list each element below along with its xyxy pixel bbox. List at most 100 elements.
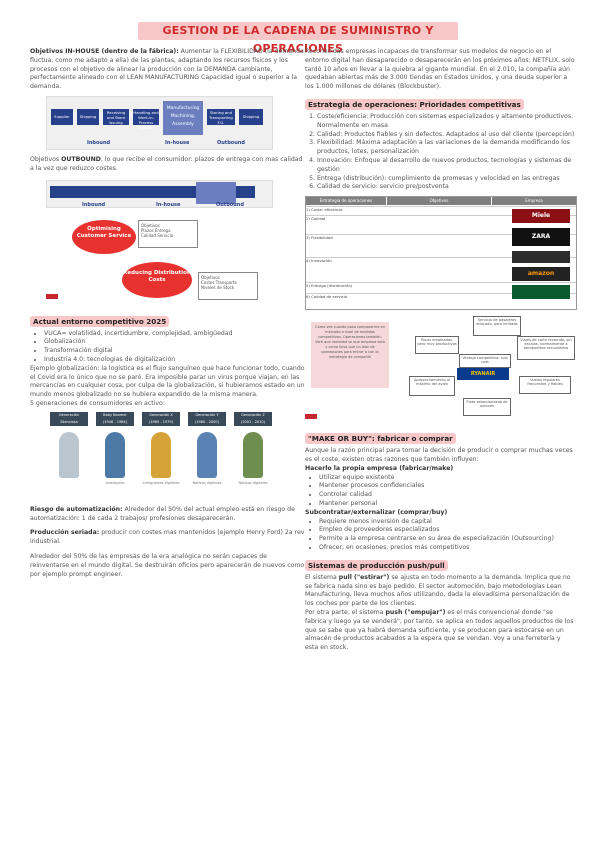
pull-paragraph: El sistema pull ("estirar") se ajusta en… xyxy=(305,573,571,608)
generation-tag: Generación Y(1980 - 2000) xyxy=(188,411,226,426)
table-row: 6) Calidad de servicio xyxy=(306,293,576,308)
flow2-label-outbound: Outbound xyxy=(216,201,244,208)
generation-years: (1946 - 1964) xyxy=(102,419,128,424)
generation-boomer: Baby Boomer (1946 - 1964) Analógicos xyxy=(96,411,134,500)
inhouse-flow-diagram: Supplier Shipping Receiving and Store Is… xyxy=(46,95,273,150)
optimising-customer-service-oval: Optimising Customer Service xyxy=(72,219,136,254)
list-item: Transformación digital xyxy=(44,347,306,356)
person-icon xyxy=(243,431,263,478)
diagram-box: Aprovechamiento al máximo del avión xyxy=(409,376,455,397)
generation-z: Generación Z (2001 - 2010) Nativos digita… xyxy=(234,411,272,500)
table-row: 5) Entrega (distribución) xyxy=(306,282,576,293)
list-item: Flexibilidad: Máxima adaptación a las va… xyxy=(317,139,575,157)
flow-box: Supplier xyxy=(51,108,73,125)
ryanair-diagram: Como ves cuando pasa compararme en merca… xyxy=(305,314,577,422)
table-cell: 4) Innovación xyxy=(306,258,332,264)
table-row: 4) Innovación xyxy=(306,257,576,282)
generation-tag: Generación Z (2001 - 2010) xyxy=(234,411,272,426)
objectives-box-costs: Objetivos Costes Transporte Niveles de S… xyxy=(198,271,258,300)
flow-box: Shipping xyxy=(77,108,99,125)
generation-years: (2001 - 2010) xyxy=(240,419,266,424)
generation-caption: Nativos digitales xyxy=(238,480,268,485)
objective-item: Costes Transporte xyxy=(201,279,237,285)
globalization-paragraph: Ejemplo globalización: la logística es e… xyxy=(30,364,305,399)
flow-box: Shipping xyxy=(239,108,263,125)
objective-item: Plazos Entrega xyxy=(141,227,171,233)
list-item: Coste/eficiencia: Producción con sistema… xyxy=(317,113,575,131)
generation-tag: Generación X (1965 - 1979) xyxy=(142,411,180,426)
make-or-buy-intro: Aunque la razón principal para tomar la … xyxy=(305,447,573,463)
make-list: Utilizar equipo existente Mantener proce… xyxy=(319,474,575,509)
inhouse-paragraph: Objetivos IN-HOUSE (dentro de la fábrica… xyxy=(30,48,304,91)
diagram-box: Pocos empleados, pero muy productivos xyxy=(415,336,459,355)
page-title: GESTION DE LA CADENA DE SUMINISTRO Y OPE… xyxy=(138,22,458,55)
list-item: Mantener personal xyxy=(319,500,575,509)
list-item: Ofrecer, en ocasiones, precios más compe… xyxy=(319,544,575,553)
make-heading: Hacerlo la propia empresa (fabricar/make… xyxy=(305,464,454,472)
generation-name: Generación Y xyxy=(195,412,219,417)
generation-silent: Generación Silenciosa(1925 - 1945) xyxy=(50,411,88,500)
list-item: Permite a la empresa centrarse en su áre… xyxy=(319,535,575,544)
flow-label-inhouse: In-house xyxy=(165,139,190,146)
amazon-logo: amazon xyxy=(512,267,570,282)
objectives-box-service: Objetivos Plazos Entrega Calidad Servici… xyxy=(138,219,198,248)
person-icon xyxy=(151,431,171,478)
generation-tag: Baby Boomer (1946 - 1964) xyxy=(96,411,134,426)
logo-mark xyxy=(46,293,58,299)
generation-caption: Nativos digitales xyxy=(192,480,222,485)
entorno-list: VUCA= volatilidad, incertidumbre, comple… xyxy=(44,330,306,365)
ryanair-logo: RYANAIR xyxy=(457,368,509,381)
list-item: Utilizar equipo existente xyxy=(319,474,575,483)
list-item: Controlar calidad xyxy=(319,491,575,500)
generation-y: Generación Y(1980 - 2000) Nativos digita… xyxy=(188,411,226,500)
list-item: Innovación: Enfoque al desarrollo de nue… xyxy=(317,157,575,175)
list-item: Empleo de proveedores especializados xyxy=(319,526,575,535)
table-cell: 1) Coste: eficiencia xyxy=(306,207,343,213)
table-header: Estrategia de operaciones xyxy=(306,197,386,206)
section-heading-push-pull: Sistemas de producción push/pull xyxy=(305,559,448,571)
outbound-highlight xyxy=(196,181,236,204)
table-header: Empresa xyxy=(492,197,576,206)
flow2-label-inhouse: In-house xyxy=(156,201,181,208)
outbound-paragraph: Objetivos OUTBOUND, lo que recibe el con… xyxy=(30,155,303,172)
blockbuster-paragraph: Reconocidas empresas incapaces de transf… xyxy=(305,48,575,91)
list-item: Calidad: Productos fiables y sin defecto… xyxy=(317,131,575,140)
section-heading-entorno: Actual entorno competitivo 2025 xyxy=(30,315,170,327)
generation-name: Generación Z xyxy=(241,412,265,417)
list-item: Entrega (distribución): cumplimiento de … xyxy=(317,175,575,184)
objective-item: Calidad Servicio xyxy=(141,232,174,238)
diagram-box: Ventaja competitiva: Low cost xyxy=(459,354,511,369)
generation-years: (1925 - 1945) xyxy=(56,426,82,431)
table-cell: 3) Flexibilidad xyxy=(306,235,333,241)
push-paragraph: Por otra parte, el sistema push ("empuja… xyxy=(305,608,574,652)
person-icon xyxy=(197,431,217,478)
table-header: Objetivos xyxy=(387,197,491,206)
generation-caption: Analógicos xyxy=(105,480,125,485)
list-item: Requiere menos inversión de capital xyxy=(319,518,575,527)
generations-intro: 5 generaciones de consumidores en activo… xyxy=(30,399,165,407)
generation-years: (1965 - 1979) xyxy=(148,419,174,424)
list-item: Industria 4.0: tecnologias de digitaliza… xyxy=(44,356,306,365)
flow-box: Receiving and Store Issuing xyxy=(103,108,129,125)
left-column: Objetivos IN-HOUSE (dentro de la fábrica… xyxy=(30,48,306,579)
diagram-box: Flota estandarizada de aviones xyxy=(463,398,511,417)
logo-mark xyxy=(305,414,317,420)
apple-logo xyxy=(512,251,570,264)
table-row: 1) Coste: eficiencia xyxy=(306,206,576,215)
flow2-label-inbound: Inbound xyxy=(82,201,106,208)
generation-name: Generación X xyxy=(149,412,173,417)
list-item: Mantener procesos confidenciales xyxy=(319,482,575,491)
person-icon xyxy=(59,431,79,478)
list-item: Globalización xyxy=(44,338,306,347)
generation-name: Baby Boomer xyxy=(103,412,127,417)
diagram-note: Como ves cuando pasa compararme en merca… xyxy=(311,322,389,389)
flow-box: Handling and Work-in-Process Storage xyxy=(133,108,159,130)
diagram-box: Vuelos regulares frecuentes y fiables xyxy=(519,376,571,395)
reducing-distribution-costs-oval: Reducing Distribution Costs xyxy=(122,261,192,298)
estrategia-list: Coste/eficiencia: Producción con sistema… xyxy=(317,113,575,192)
generations-figure: Generación Silenciosa(1925 - 1945) Baby … xyxy=(50,411,280,502)
buy-heading: Subcontratar/externalizar (comprar/buy) xyxy=(305,508,448,516)
table-cell: 2) Calidad xyxy=(306,216,326,222)
objectives-title: Objetivos xyxy=(201,274,220,280)
generation-caption: Inmigrantes digitales xyxy=(142,480,180,485)
